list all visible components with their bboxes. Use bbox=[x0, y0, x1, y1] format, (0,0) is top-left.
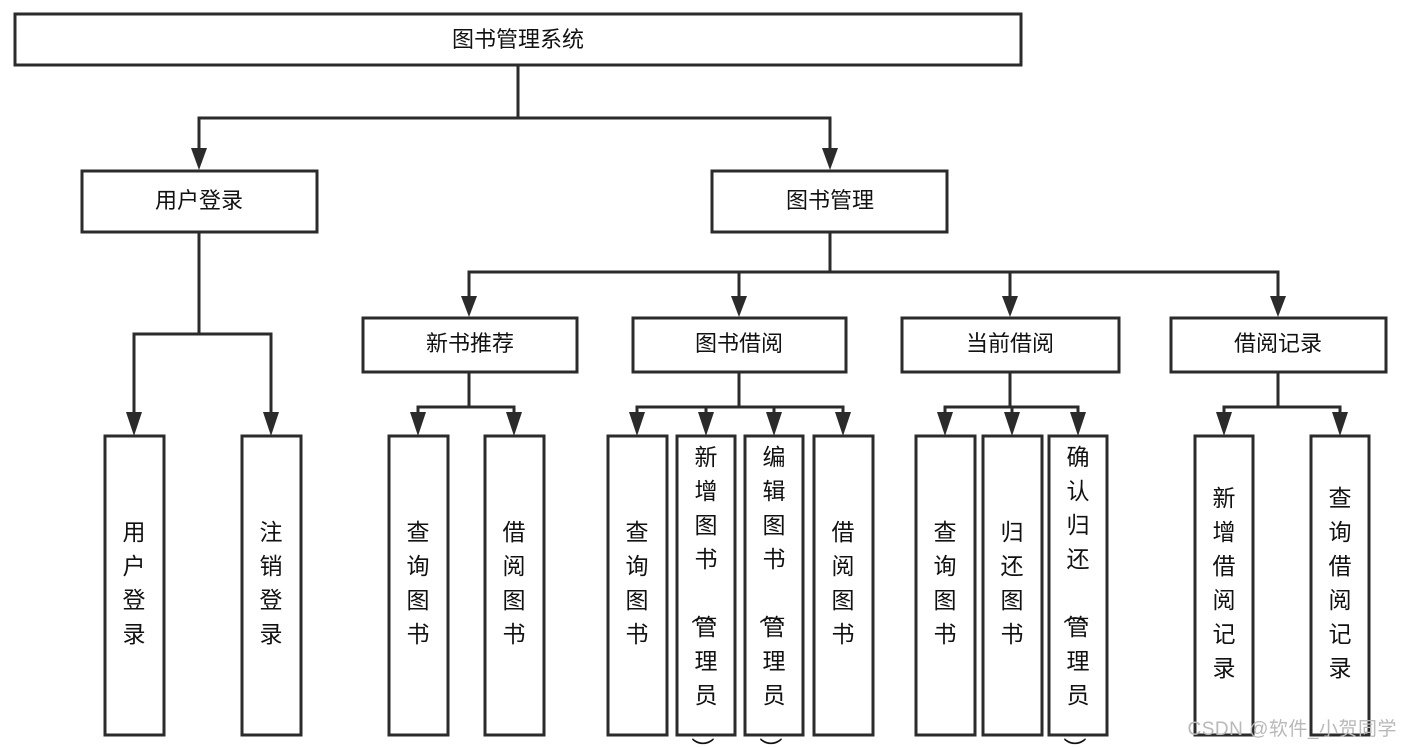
node-leaf-query-book-3[interactable]: 查询图书 bbox=[914, 434, 977, 737]
node-leaf-edit-book-label: 编辑图书（管理员） bbox=[758, 444, 786, 747]
arrow-head-leaf-confirm-return bbox=[1070, 412, 1086, 436]
node-leaf-borrow-book-1-label: 借阅图书 bbox=[503, 519, 526, 647]
node-root[interactable]: 图书管理系统 bbox=[13, 12, 1023, 67]
node-leaf-add-book[interactable]: 新增图书（管理员） bbox=[675, 434, 737, 747]
node-leaf-add-record-label: 新增借阅记录 bbox=[1213, 485, 1236, 681]
node-leaf-query-record-label: 查询借阅记录 bbox=[1329, 485, 1352, 681]
node-user-login-label: 用户登录 bbox=[155, 188, 243, 213]
node-leaf-query-book-2-box[interactable] bbox=[606, 434, 669, 737]
node-leaf-borrow-book-2-box[interactable] bbox=[812, 434, 875, 737]
node-root-label: 图书管理系统 bbox=[452, 27, 584, 52]
node-leaf-user-login[interactable]: 用户登录 bbox=[103, 434, 166, 737]
node-leaf-logout-label: 注销登录 bbox=[260, 519, 283, 647]
arrow-head-leaf-add-record bbox=[1216, 412, 1232, 436]
arrow-head-leaf-edit-book bbox=[766, 412, 782, 436]
node-leaf-add-record[interactable]: 新增借阅记录 bbox=[1193, 434, 1255, 737]
node-leaf-logout[interactable]: 注销登录 bbox=[240, 434, 303, 737]
node-leaf-add-record-box[interactable] bbox=[1193, 434, 1255, 737]
node-leaf-confirm-return-label: 确认归还（管理员） bbox=[1062, 444, 1090, 747]
node-leaf-edit-book[interactable]: 编辑图书（管理员） bbox=[743, 434, 805, 747]
node-current-borrow-box[interactable] bbox=[900, 316, 1121, 374]
node-leaf-borrow-book-2[interactable]: 借阅图书 bbox=[812, 434, 875, 737]
node-leaf-query-book-2-label: 查询图书 bbox=[626, 519, 649, 647]
node-root-box[interactable] bbox=[13, 12, 1023, 67]
node-leaf-borrow-book-2-label: 借阅图书 bbox=[832, 519, 855, 647]
node-leaf-borrow-book-1[interactable]: 借阅图书 bbox=[483, 434, 546, 737]
node-leaf-query-book-3-box[interactable] bbox=[914, 434, 977, 737]
arrow-head-leaf-borrow-book-2 bbox=[835, 412, 851, 436]
node-borrow-record-box[interactable] bbox=[1169, 316, 1388, 374]
node-leaf-query-record-box[interactable] bbox=[1309, 434, 1371, 737]
arrow-head-leaf-user-login bbox=[126, 412, 142, 436]
node-leaf-edit-book-box[interactable] bbox=[743, 434, 805, 737]
node-new-book-rec[interactable]: 新书推荐 bbox=[361, 316, 579, 374]
arrow-head-new-book-rec bbox=[461, 296, 477, 317]
node-current-borrow-label: 当前借阅 bbox=[966, 331, 1054, 356]
node-borrow-record[interactable]: 借阅记录 bbox=[1169, 316, 1388, 374]
arrow-head-leaf-logout bbox=[263, 412, 279, 436]
node-leaf-confirm-return[interactable]: 确认归还（管理员） bbox=[1047, 434, 1109, 747]
arrow-head-leaf-query-book-1 bbox=[410, 412, 426, 436]
node-leaf-query-book-3-label: 查询图书 bbox=[934, 519, 957, 647]
node-leaf-query-book-2[interactable]: 查询图书 bbox=[606, 434, 669, 737]
node-leaf-add-book-box[interactable] bbox=[675, 434, 737, 737]
node-leaf-add-book-label: 新增图书（管理员） bbox=[690, 444, 718, 747]
node-leaf-user-login-label: 用户登录 bbox=[123, 519, 146, 647]
node-leaf-logout-box[interactable] bbox=[240, 434, 303, 737]
node-book-borrow[interactable]: 图书借阅 bbox=[631, 316, 848, 374]
node-book-manage-box[interactable] bbox=[710, 169, 949, 234]
node-new-book-rec-label: 新书推荐 bbox=[426, 331, 514, 356]
node-leaf-user-login-box[interactable] bbox=[103, 434, 166, 737]
connector-layer bbox=[126, 63, 1348, 436]
arrow-head-user-login bbox=[191, 148, 207, 170]
arrow-head-current-borrow bbox=[1002, 296, 1018, 317]
node-leaf-return-book-box[interactable] bbox=[981, 434, 1044, 737]
arrow-head-leaf-borrow-book-1 bbox=[506, 412, 522, 436]
node-leaf-return-book-label: 归还图书 bbox=[1001, 519, 1024, 647]
node-new-book-rec-box[interactable] bbox=[361, 316, 579, 374]
arrow-head-leaf-query-record bbox=[1332, 412, 1348, 436]
arrow-head-leaf-query-book-3 bbox=[937, 412, 953, 436]
node-leaf-query-record[interactable]: 查询借阅记录 bbox=[1309, 434, 1371, 737]
node-leaf-query-book-1-box[interactable] bbox=[387, 434, 450, 737]
node-leaf-query-book-1[interactable]: 查询图书 bbox=[387, 434, 450, 737]
node-leaf-query-book-1-label: 查询图书 bbox=[407, 519, 430, 647]
arrow-head-book-manage bbox=[822, 148, 838, 170]
node-book-manage-label: 图书管理 bbox=[786, 188, 874, 213]
arrow-head-leaf-query-book-2 bbox=[629, 412, 645, 436]
arrow-head-book-borrow bbox=[731, 296, 747, 317]
node-leaf-borrow-book-1-box[interactable] bbox=[483, 434, 546, 737]
node-leaf-confirm-return-box[interactable] bbox=[1047, 434, 1109, 737]
arrow-head-leaf-add-book bbox=[698, 412, 714, 436]
arrow-head-leaf-return-book bbox=[1004, 412, 1020, 436]
node-borrow-record-label: 借阅记录 bbox=[1234, 331, 1322, 356]
node-user-login[interactable]: 用户登录 bbox=[80, 169, 319, 234]
node-current-borrow[interactable]: 当前借阅 bbox=[900, 316, 1121, 374]
node-user-login-box[interactable] bbox=[80, 169, 319, 234]
node-book-borrow-box[interactable] bbox=[631, 316, 848, 374]
arrow-head-borrow-record bbox=[1270, 296, 1286, 317]
node-book-borrow-label: 图书借阅 bbox=[695, 331, 783, 356]
node-book-manage[interactable]: 图书管理 bbox=[710, 169, 949, 234]
node-leaf-return-book[interactable]: 归还图书 bbox=[981, 434, 1044, 737]
csdn-watermark: CSDN @软件_小贺同学 bbox=[1187, 719, 1397, 740]
